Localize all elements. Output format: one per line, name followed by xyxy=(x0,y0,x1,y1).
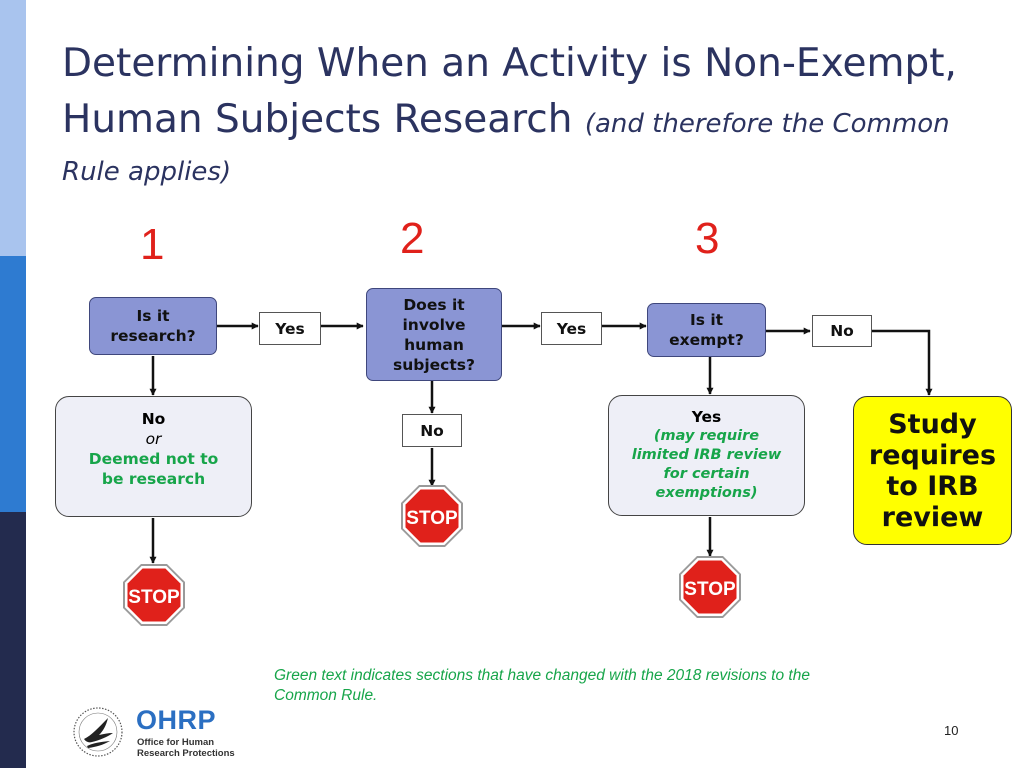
result-or-text: or xyxy=(145,430,162,448)
question-text: subjects? xyxy=(393,355,475,374)
page-number: 10 xyxy=(944,723,959,738)
sidebar-dark-segment xyxy=(0,512,26,768)
deemed-text: Deemed not to xyxy=(88,450,219,468)
final-text: review xyxy=(881,501,984,533)
step-number-2: 2 xyxy=(400,214,425,263)
question-text: Is it xyxy=(689,311,724,329)
arrow-no3-to-final xyxy=(871,329,933,396)
result-not-research: No or Deemed not to be research xyxy=(55,396,252,517)
question-is-it-research: Is it research? xyxy=(89,297,217,355)
question-text: Is it xyxy=(136,307,170,325)
logo-subtitle-line: Research Protections xyxy=(137,748,235,759)
footnote-line: Green text indicates sections that have … xyxy=(274,667,810,684)
logo-name: OHRP xyxy=(136,705,217,735)
exemption-note: for certain xyxy=(663,466,750,482)
step-number-3: 3 xyxy=(695,214,720,263)
hhs-seal-icon xyxy=(73,707,123,757)
question-text: involve xyxy=(402,315,466,334)
result-exempt: Yes (may require limited IRB review for … xyxy=(608,395,805,516)
sidebar-mid-segment xyxy=(0,256,26,512)
final-requires-irb-review: Study requires to IRB review xyxy=(853,396,1012,545)
no-label-exempt: No xyxy=(812,315,872,347)
stop-sign-2: STOP xyxy=(401,485,463,547)
stop-text: STOP xyxy=(684,579,736,600)
footnote: Green text indicates sections that have … xyxy=(274,666,894,706)
result-no-text: No xyxy=(141,410,166,428)
stop-text: STOP xyxy=(128,587,180,608)
title-line-1: Determining When an Activity is Non-Exem… xyxy=(62,41,957,86)
final-text: Study xyxy=(888,408,977,440)
yes-label-2: Yes xyxy=(541,312,602,345)
title-line-2: Human Subjects Research (and therefore t… xyxy=(62,92,1002,152)
deemed-text: be research xyxy=(101,470,206,488)
stop-sign-1: STOP xyxy=(123,564,185,626)
question-text: research? xyxy=(110,327,196,345)
result-yes-text: Yes xyxy=(691,408,722,426)
question-involve-human-subjects: Does it involve human subjects? xyxy=(366,288,502,381)
sidebar-light-segment xyxy=(0,0,26,256)
exemption-note: limited IRB review xyxy=(631,447,782,463)
title-note-part-1: (and therefore the Common xyxy=(584,109,950,139)
title-main-text: Human Subjects Research xyxy=(62,97,573,142)
question-text: Does it xyxy=(403,295,465,314)
slide-title: Determining When an Activity is Non-Exem… xyxy=(62,36,1002,192)
exemption-note: (may require xyxy=(653,428,760,444)
stop-sign-3: STOP xyxy=(679,556,741,618)
yes-label-1: Yes xyxy=(259,312,321,345)
stop-text: STOP xyxy=(406,508,458,529)
title-note-part-2: Rule applies) xyxy=(62,157,232,187)
question-text: exempt? xyxy=(669,331,744,349)
question-text: human xyxy=(404,335,464,354)
final-text: requires xyxy=(868,439,997,471)
final-text: to IRB xyxy=(886,470,979,502)
exemption-note: exemptions) xyxy=(655,485,758,501)
logo-subtitle-line: Office for Human xyxy=(137,737,215,748)
logo-subtitle: Office for Human Research Protections xyxy=(137,737,235,759)
question-is-it-exempt: Is it exempt? xyxy=(647,303,766,357)
step-number-1: 1 xyxy=(140,220,165,269)
footnote-line: Common Rule. xyxy=(274,687,378,704)
no-label-human-subjects: No xyxy=(402,414,462,447)
